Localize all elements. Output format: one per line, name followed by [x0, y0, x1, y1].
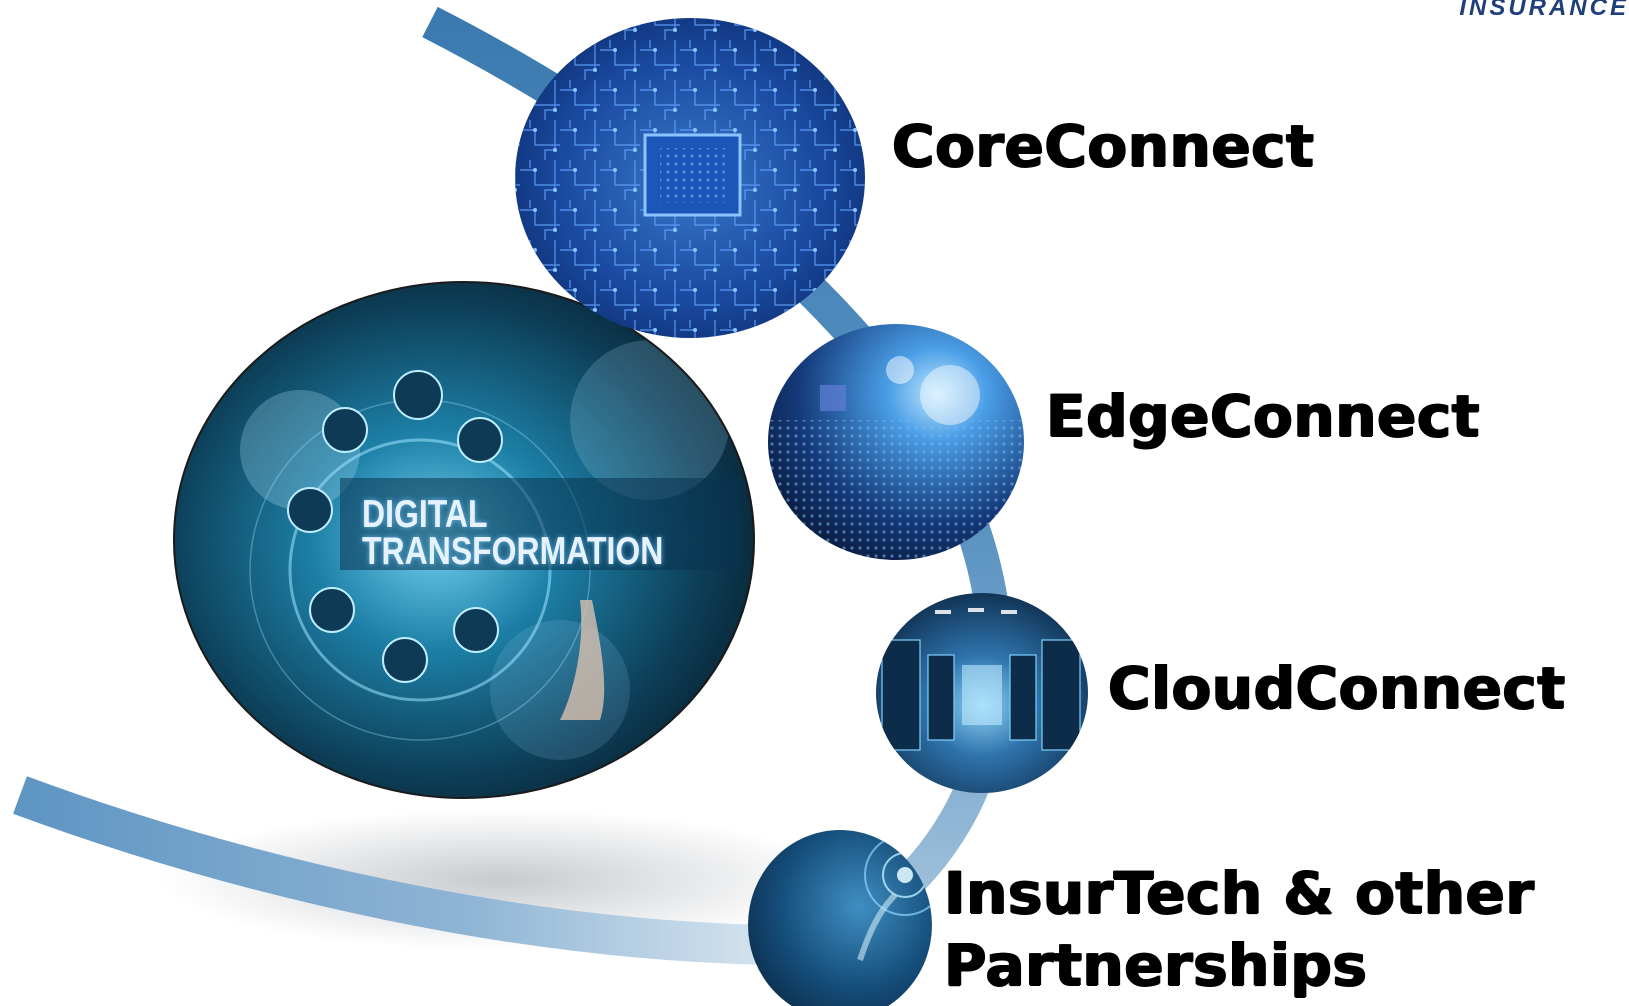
hub-ring [173, 281, 755, 799]
floor-shadow [160, 810, 840, 950]
server-room-image [876, 593, 1088, 793]
cloudconnect-label: CloudConnect [1108, 654, 1566, 722]
digital-transformation-image [174, 282, 754, 798]
insurtech-label: InsurTech & other Partnerships [944, 857, 1534, 1001]
circuit-board-image [515, 18, 865, 338]
hub-title-line1: DIGITAL [362, 493, 488, 536]
insurtech-label-line2: Partnerships [944, 931, 1368, 999]
edgeconnect-label: EdgeConnect [1046, 382, 1480, 450]
brand-logo-text: INSURANCE [1459, 0, 1629, 21]
futuristic-hand-image [748, 830, 932, 1006]
hub-title-line2: TRANSFORMATION [362, 530, 664, 573]
insurtech-label-line1: InsurTech & other [944, 859, 1535, 927]
lower-arc [13, 776, 771, 965]
coreconnect-label: CoreConnect [892, 112, 1315, 180]
